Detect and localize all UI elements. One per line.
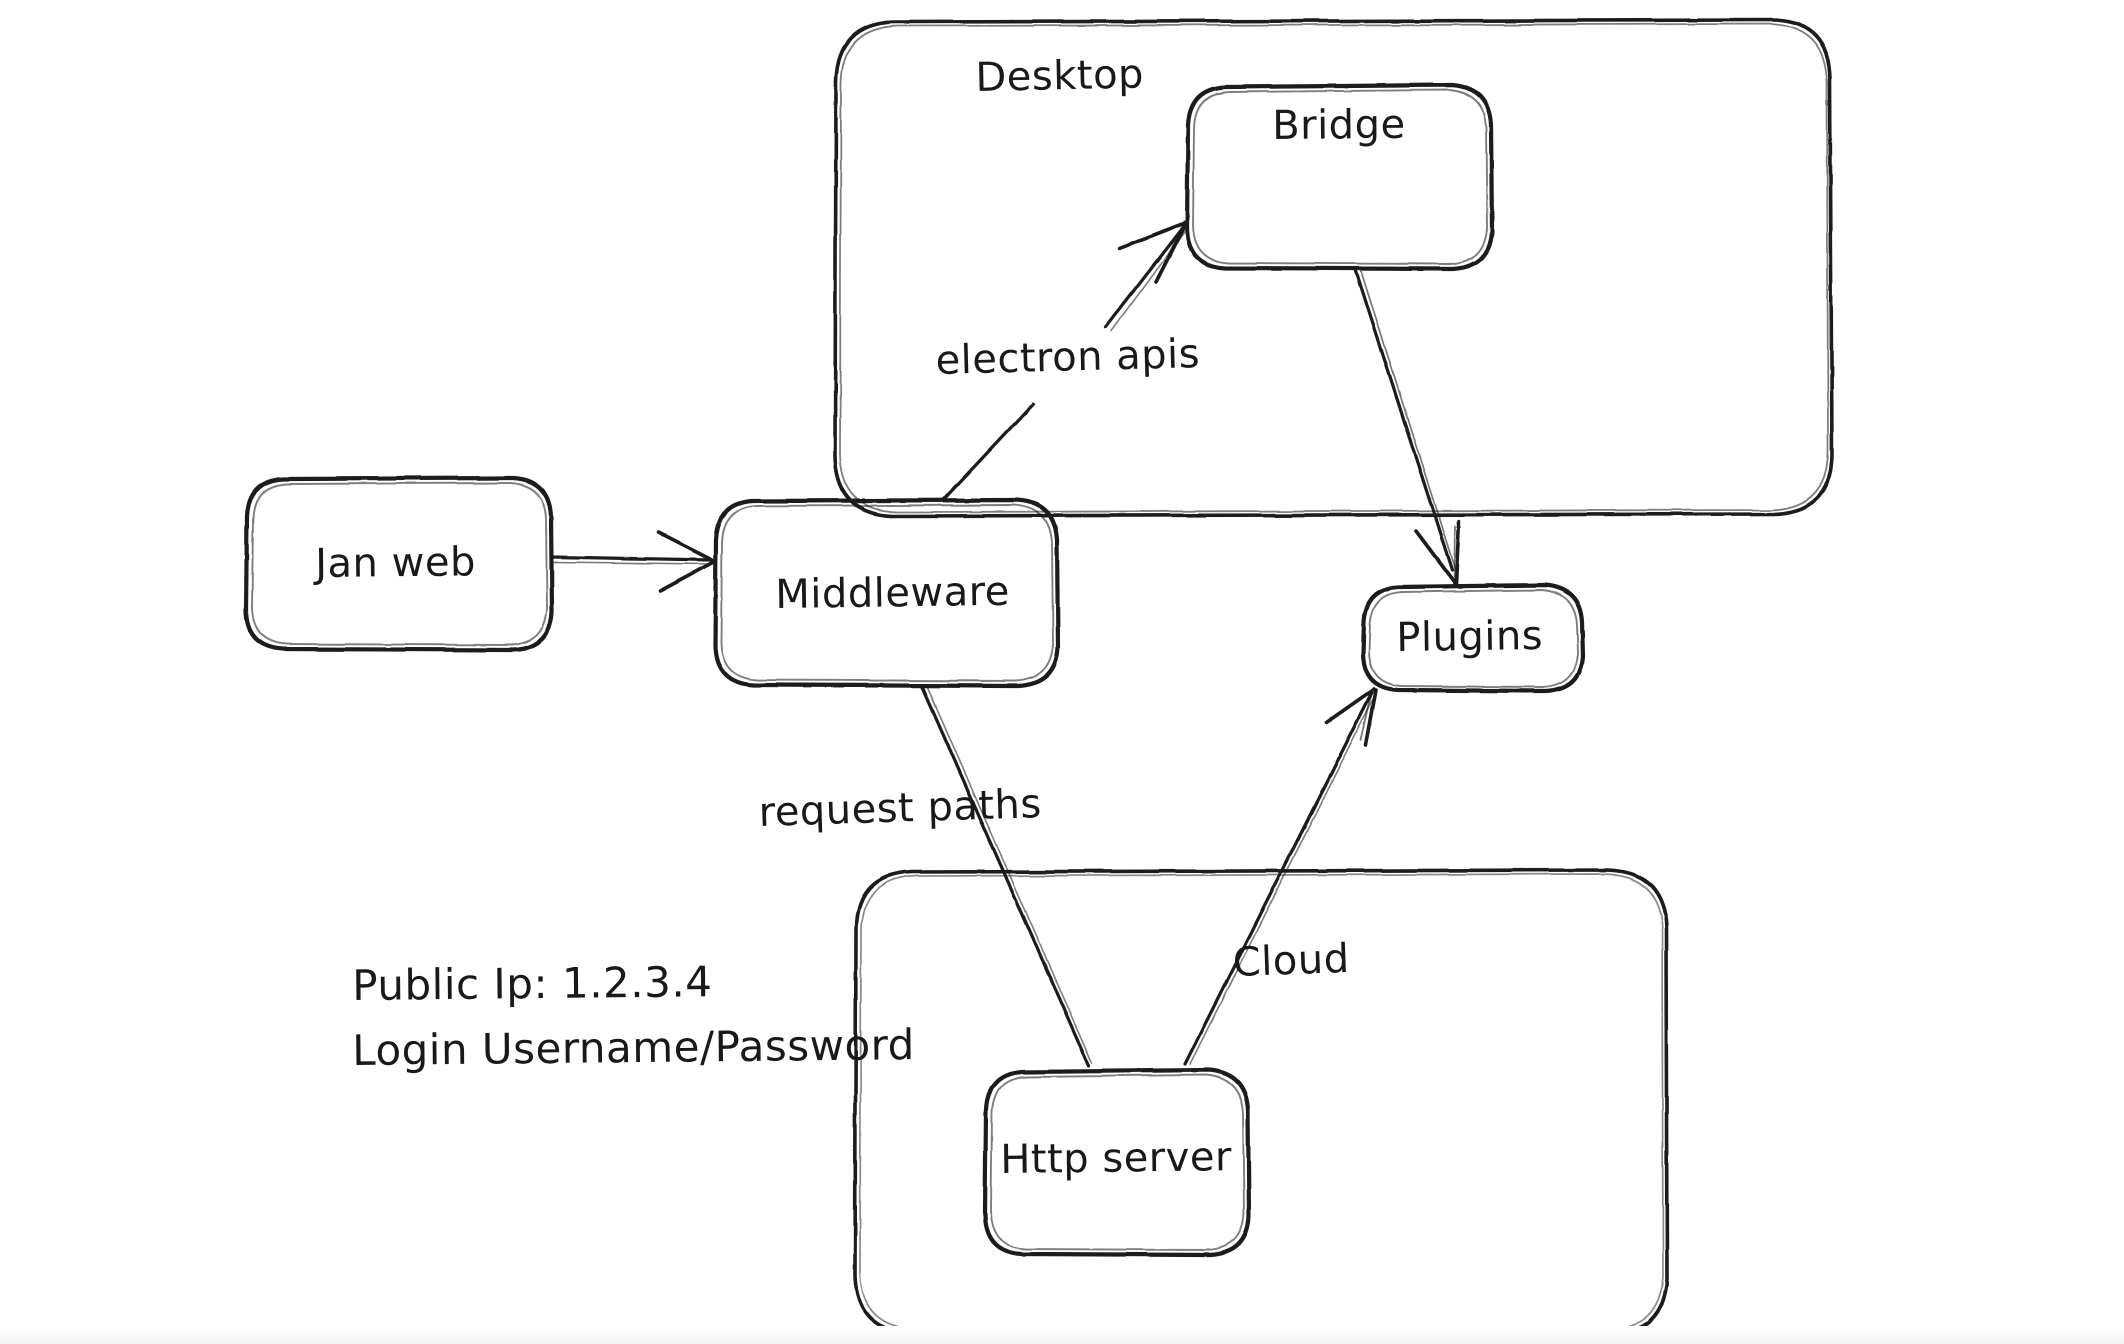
node-jan-web-border: [243, 475, 555, 653]
note-login: Login Username/Password: [352, 1020, 916, 1075]
node-label-jan-web[interactable]: Jan web: [315, 539, 477, 587]
node-label-middleware[interactable]: Middleware: [775, 568, 1011, 618]
group-desktop-border: [833, 18, 1834, 518]
group-label-cloud: Cloud: [1232, 935, 1351, 986]
group-label-desktop: Desktop: [975, 51, 1145, 101]
edge-label-electron-apis: electron apis: [935, 331, 1201, 384]
edge-middleware-to-http-server: [920, 684, 1093, 1068]
node-label-plugins[interactable]: Plugins: [1396, 612, 1544, 661]
node-plugins-border: [1360, 582, 1586, 694]
edge-middleware-to-bridge: [942, 220, 1189, 501]
canvas-bottom-edge: [0, 1326, 2124, 1344]
node-http-server-border: [982, 1067, 1252, 1258]
node-label-bridge[interactable]: Bridge: [1272, 101, 1406, 149]
note-public-ip: Public Ip: 1.2.3.4: [352, 957, 713, 1010]
edge-http-server-to-plugins: [1183, 687, 1378, 1066]
node-bridge-border: [1184, 82, 1495, 272]
edge-bridge-to-plugins: [1353, 266, 1461, 586]
edge-jan-web-to-middleware: [550, 531, 716, 593]
edge-label-request-paths: request paths: [758, 781, 1043, 836]
node-middleware-border: [712, 497, 1061, 689]
node-label-http-server[interactable]: Http server: [1000, 1134, 1233, 1183]
